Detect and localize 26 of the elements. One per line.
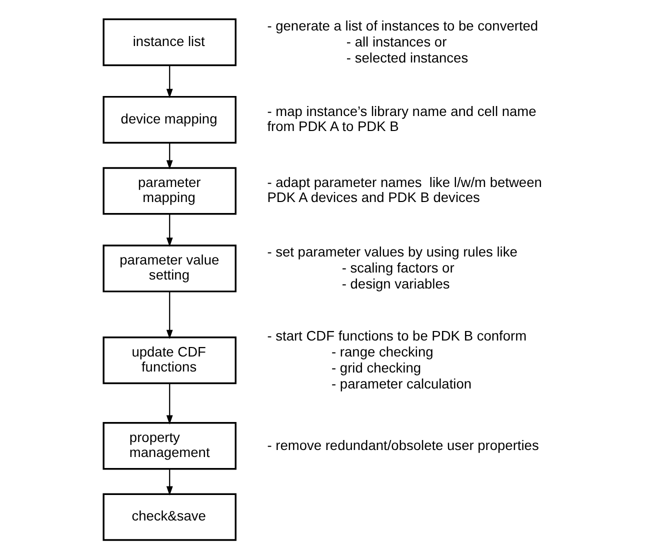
node-box: device mapping <box>102 96 236 144</box>
node-label: - all instances or <box>346 34 446 50</box>
node-box: parameter value setting <box>102 244 236 292</box>
arrow <box>166 383 172 424</box>
arrow <box>166 292 172 340</box>
arrow <box>166 469 172 496</box>
node-label: - scaling factors or <box>341 260 454 276</box>
node-box: update CDF functions <box>102 336 236 384</box>
node-label: - selected instances <box>346 50 468 66</box>
node-label: - grid checking <box>331 360 421 376</box>
node-label: - parameter calculation <box>331 376 472 392</box>
arrow <box>166 214 172 247</box>
arrow <box>166 66 172 98</box>
node-label: - generate a list of instances to be converted <box>266 18 538 34</box>
node-label: - range checking <box>331 344 433 360</box>
node-box: property management <box>102 422 236 470</box>
node-label: - map instance’s library name and cell name from PDK A to PDK B <box>266 104 536 134</box>
node-label: - start CDF functions to be PDK B conform <box>266 328 526 344</box>
node-box: parameter mapping <box>102 167 236 215</box>
node-label: - set parameter values by using rules like <box>266 244 517 260</box>
arrow <box>166 143 172 170</box>
node-box: instance list <box>102 18 236 66</box>
node-label: - design variables <box>341 276 450 292</box>
node-label: - adapt parameter names like l/w/m between PDK A devices and PDK B devices <box>266 175 542 205</box>
node-box: check&save <box>102 493 236 541</box>
node-label: - remove redundant/obsolete user properties <box>266 438 538 453</box>
